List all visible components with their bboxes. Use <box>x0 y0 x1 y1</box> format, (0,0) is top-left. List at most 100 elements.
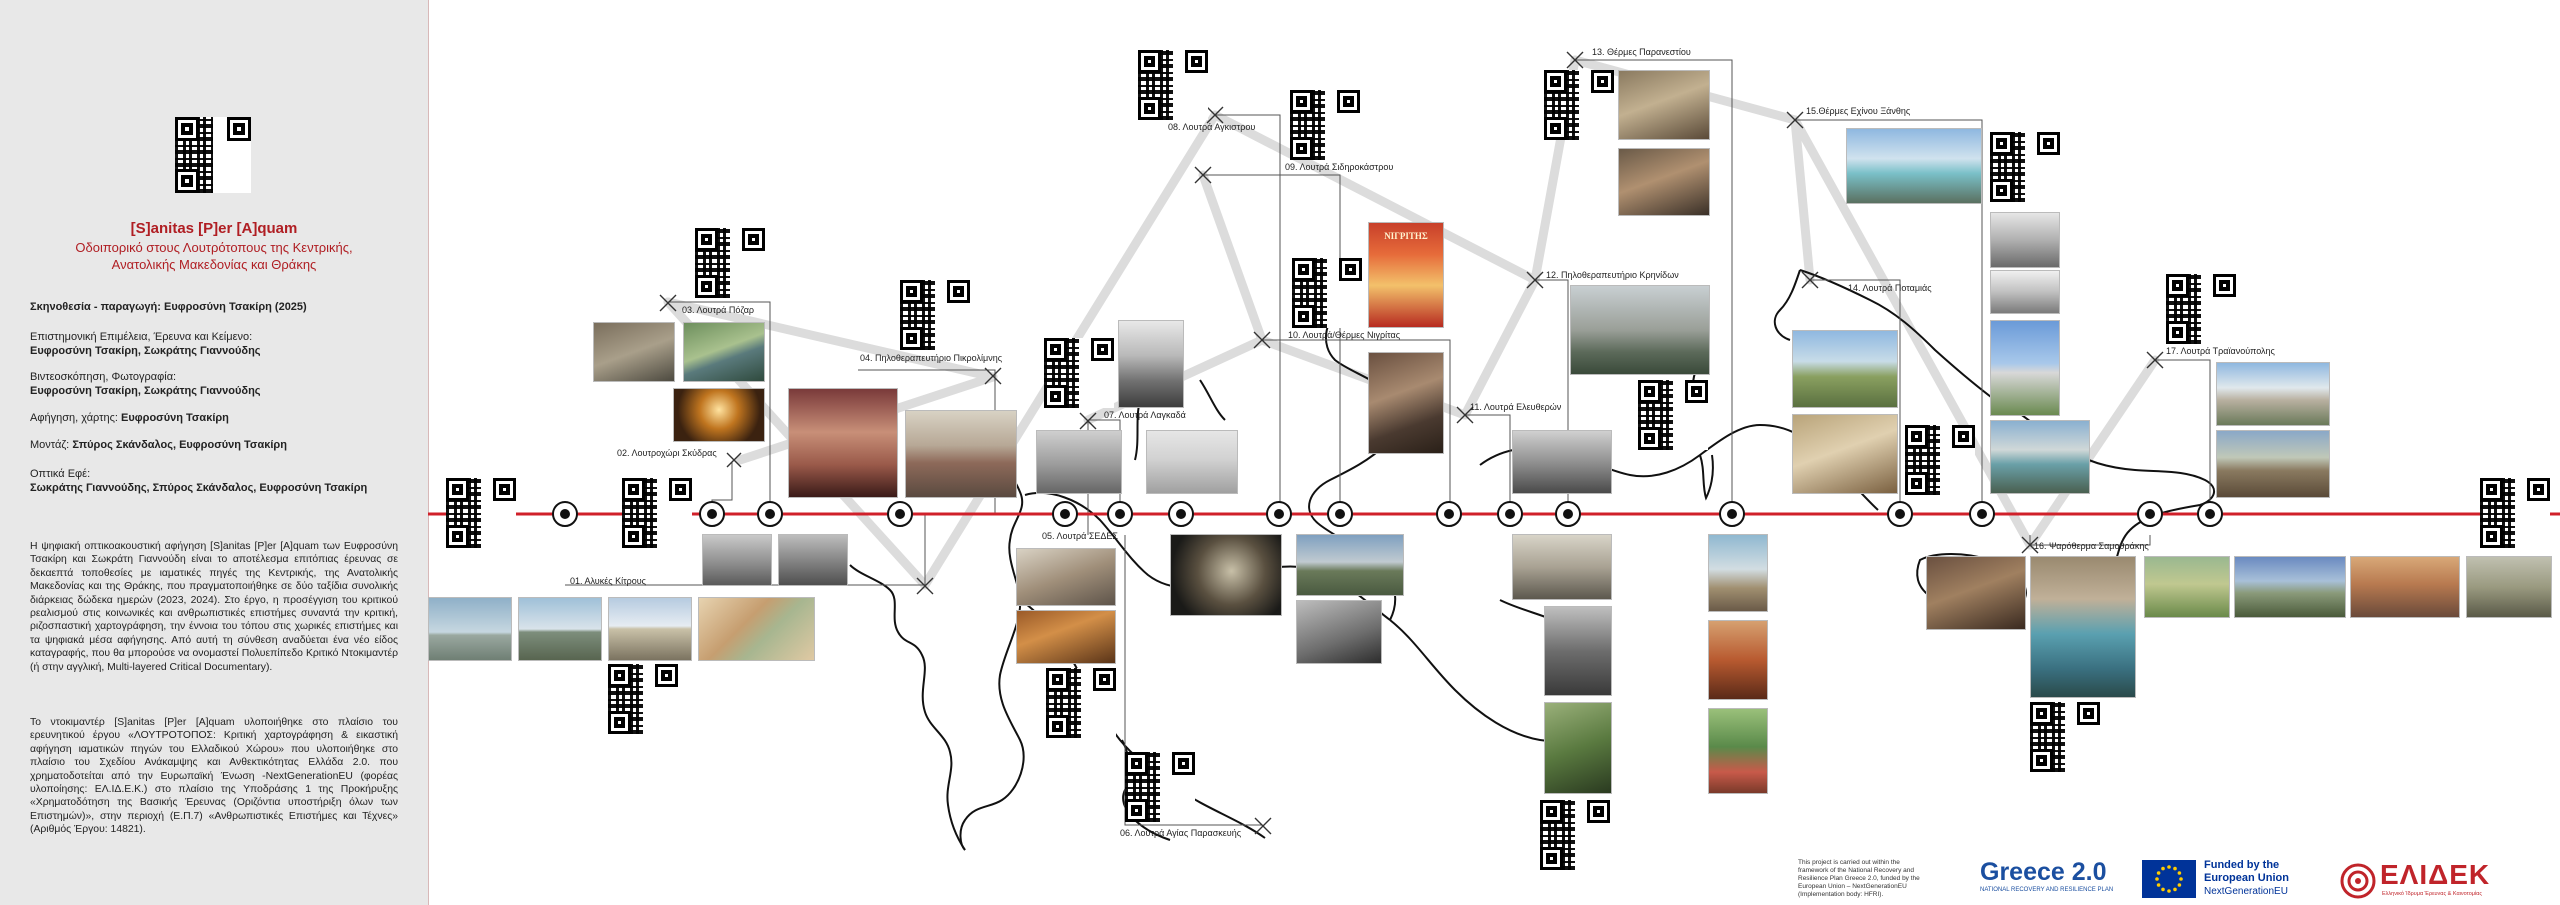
label-location-09: 09. Λουτρά Σιδηροκάστρου <box>1285 162 1394 172</box>
photo-10-b <box>1368 352 1444 454</box>
eu-line-1: Funded by the <box>2204 859 2280 871</box>
qr-code-07[interactable] <box>1044 338 1114 408</box>
photo-12-a <box>1570 285 1710 375</box>
qr-code-03[interactable] <box>695 228 765 298</box>
elidek-emblem-icon <box>2340 863 2376 899</box>
photo-16-c <box>2144 556 2230 618</box>
station-13[interactable] <box>1719 501 1745 527</box>
photo-15-b <box>1990 212 2060 268</box>
label-location-11: 11. Λουτρά Ελευθερών <box>1470 402 1562 412</box>
station-06[interactable] <box>1107 501 1133 527</box>
qr-code-10[interactable] <box>1292 258 1362 328</box>
credit-direction: Σκηνοθεσία - παραγωγή: Ευφροσύνη Τσακίρη… <box>30 300 400 314</box>
qr-code-02[interactable] <box>622 478 692 548</box>
credit-research-value: Ευφροσύνη Τσακίρη, Σωκράτης Γιαννούδης <box>30 345 261 357</box>
photo-01-a <box>428 597 512 661</box>
photo-03-c <box>673 388 765 442</box>
photo-03-b <box>683 322 765 382</box>
credit-research-label: Επιστημονική Επιμέλεια, Έρευνα και Κείμε… <box>30 331 253 343</box>
qr-code-09[interactable] <box>1290 90 1360 160</box>
funding-footer: This project is carried out within the f… <box>1790 855 2560 905</box>
label-location-03: 03. Λουτρά Πόζαρ <box>682 305 755 315</box>
station-14[interactable] <box>1887 501 1913 527</box>
qr-code-13[interactable] <box>1544 70 1614 140</box>
station-10[interactable] <box>1436 501 1462 527</box>
credit-direction-label: Σκηνοθεσία - παραγωγή: <box>30 301 161 313</box>
photo-13-e <box>1708 708 1768 794</box>
station-16[interactable] <box>2137 501 2163 527</box>
station-01[interactable] <box>552 501 578 527</box>
info-sidebar: [S]anitas [P]er [A]quam Οδοιπορικό στους… <box>0 0 429 905</box>
station-04[interactable] <box>887 501 913 527</box>
greece2-logo-sub: NATIONAL RECOVERY AND RESILIENCE PLAN <box>1980 887 2114 893</box>
qr-code-17[interactable] <box>2166 274 2236 344</box>
qr-code-12[interactable] <box>1638 380 1708 450</box>
qr-code-06[interactable] <box>1125 752 1195 822</box>
photo-15-a <box>1846 128 1982 204</box>
project-title: [S]anitas [P]er [A]quam <box>130 220 298 237</box>
label-location-01: 01. Αλυκές Κίτρους <box>570 576 647 586</box>
photo-15-e <box>1990 420 2090 494</box>
qr-code-04[interactable] <box>900 280 970 350</box>
photo-14-b <box>1792 414 1898 494</box>
photo-04-b <box>905 410 1017 498</box>
eu-line-3: NextGenerationEU <box>2204 886 2288 897</box>
qr-code-05[interactable] <box>1046 668 1116 738</box>
elidek-logo-sub: Ελληνικό Ίδρυμα Έρευνας & Καινοτομίας <box>2382 891 2482 897</box>
qr-code-intro[interactable] <box>446 478 516 548</box>
greece2-logo-text: Greece 2.0 <box>1980 858 2107 886</box>
credit-filming-label: Βιντεοσκόπηση, Φωτογραφία: <box>30 371 177 383</box>
station-17[interactable] <box>2197 501 2223 527</box>
qr-code-08[interactable] <box>1138 50 1208 120</box>
photo-02-b <box>778 534 848 586</box>
description-paragraph-1: Η ψηφιακή οπτικοακουστική αφήγηση [S]ani… <box>30 541 398 673</box>
credit-narration-value: Ευφροσύνη Τσακίρη <box>121 412 229 424</box>
sidebar-qr-code[interactable] <box>175 117 251 193</box>
photo-14-a <box>1792 330 1898 408</box>
eu-line-2: European Union <box>2204 872 2289 884</box>
credit-editing: Μοντάζ: Σπύρος Σκάνδαλος, Ευφροσύνη Τσακ… <box>30 438 400 452</box>
elidek-logo-text: ΕΛΙΔΕΚ <box>2380 859 2491 890</box>
photo-01-b <box>518 597 602 661</box>
connectors <box>565 59 2211 826</box>
label-location-17: 17. Λουτρά Τραϊανούπολης <box>2166 346 2275 356</box>
station-12[interactable] <box>1555 501 1581 527</box>
photo-16-a <box>1926 556 2026 630</box>
station-02[interactable] <box>699 501 725 527</box>
photo-13-c <box>1708 534 1768 612</box>
credit-narration-label: Αφήγηση, χάρτης: <box>30 412 118 424</box>
qr-code-01[interactable] <box>608 664 678 734</box>
credit-filming: Βιντεοσκόπηση, Φωτογραφία: Ευφροσύνη Τσα… <box>30 370 400 398</box>
station-08[interactable] <box>1266 501 1292 527</box>
photo-16-e <box>2350 556 2460 618</box>
station-07[interactable] <box>1168 501 1194 527</box>
station-11[interactable] <box>1497 501 1523 527</box>
station-03[interactable] <box>757 501 783 527</box>
eu-flag-icon <box>2142 860 2196 898</box>
qr-code-11[interactable] <box>1540 800 1610 870</box>
station-15[interactable] <box>1969 501 1995 527</box>
photo-11-b <box>1512 534 1612 600</box>
photo-17-b <box>2216 430 2330 498</box>
station-09[interactable] <box>1327 501 1353 527</box>
label-location-12: 12. Πηλοθεραπευτήριο Κρηνίδων <box>1546 270 1679 280</box>
label-location-06: 06. Λουτρά Αγίας Παρασκευής <box>1120 828 1242 838</box>
project-subtitle-1: Οδοιπορικό στους Λουτρότοπους της Κεντρι… <box>75 240 353 255</box>
label-location-16: 16. Ψαρόθερμα Σαμοθράκης <box>2034 541 2149 551</box>
photo-11-a <box>1512 430 1612 494</box>
credit-filming-value: Ευφροσύνη Τσακίρη, Σωκράτης Γιαννούδης <box>30 385 261 397</box>
qr-code-14[interactable] <box>1905 425 1975 495</box>
label-location-04: 04. Πηλοθεραπευτήριο Πικρολίμνης <box>860 353 1003 363</box>
qr-code-16[interactable] <box>2030 702 2100 772</box>
description-paragraph-2: Το ντοκιμαντέρ [S]anitas [P]er [A]quam υ… <box>30 717 398 836</box>
qr-code-outro[interactable] <box>2480 478 2550 548</box>
photo-11-c <box>1544 606 1612 696</box>
photo-05-a <box>1016 548 1116 606</box>
eu-funding-text: Funded by the European Union NextGenerat… <box>2204 859 2354 898</box>
poster-title: ΝΙΓΡΙΤΗΣ <box>1384 231 1428 241</box>
qr-code-15[interactable] <box>1990 132 2060 202</box>
label-location-02: 02. Λουτροχώρι Σκύδρας <box>617 448 717 458</box>
photo-02-a <box>702 534 772 586</box>
photo-01-c <box>608 597 692 661</box>
station-05[interactable] <box>1052 501 1078 527</box>
